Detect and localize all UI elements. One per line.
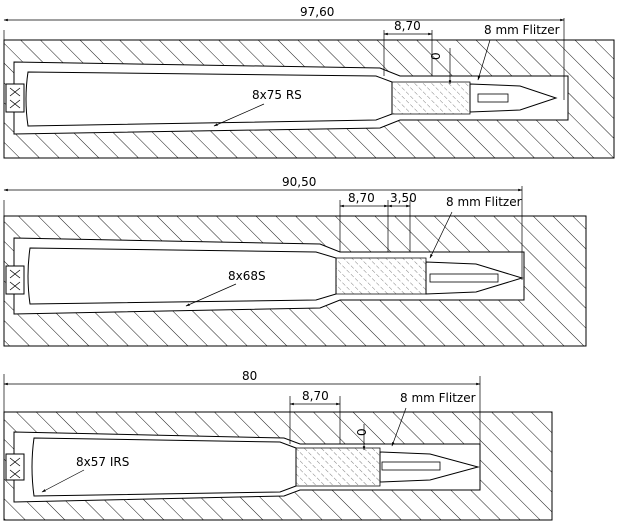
cartridge-case	[31, 437, 297, 497]
extractor-icon	[9, 457, 21, 479]
throat-dimension: 8,70	[348, 191, 375, 205]
bullet-label: 8 mm Flitzer	[400, 391, 476, 405]
barrel-section	[3, 215, 587, 347]
diagram-8x75rs: 97,60 8,70 0 8 mm Flitzer 8x75 RS	[3, 5, 615, 159]
extractor-icon	[9, 87, 21, 109]
zero-mark: 0	[429, 52, 443, 60]
cartridge-case	[25, 71, 393, 127]
overall-dimension: 90,50	[282, 175, 316, 189]
cartridge-label: 8x57 IRS	[76, 455, 129, 469]
extractor-block	[5, 265, 25, 295]
barrel-section	[3, 411, 553, 521]
extractor-block	[5, 83, 25, 113]
throat-dimension: 8,70	[302, 389, 329, 403]
overall-dimension: 97,60	[300, 5, 334, 19]
extractor-block	[5, 453, 25, 481]
diagram-8x57irs: 80 8,70 0 8 mm Flitzer 8x57 IRS	[3, 369, 553, 521]
case-neck	[295, 447, 381, 487]
zero-mark: 0	[355, 428, 369, 436]
bullet	[469, 83, 558, 113]
diagram-8x68s: 90,50 8,70 3,50 8 mm Flitzer 8x68S	[3, 175, 587, 347]
extra-dimension: 3,50	[390, 191, 417, 205]
bullet-label: 8 mm Flitzer	[446, 195, 522, 209]
cartridge-label: 8x68S	[228, 269, 266, 283]
extractor-icon	[9, 269, 21, 291]
overall-dimension: 80	[242, 369, 257, 383]
cartridge-case	[27, 247, 337, 305]
cartridge-label: 8x75 RS	[252, 88, 302, 102]
bullet-label: 8 mm Flitzer	[484, 23, 560, 37]
bullet-core	[429, 273, 499, 283]
bullet-core	[477, 93, 509, 103]
bullet-core	[381, 461, 441, 471]
case-neck	[391, 81, 471, 115]
case-neck	[335, 257, 427, 295]
throat-dimension: 8,70	[394, 19, 421, 33]
